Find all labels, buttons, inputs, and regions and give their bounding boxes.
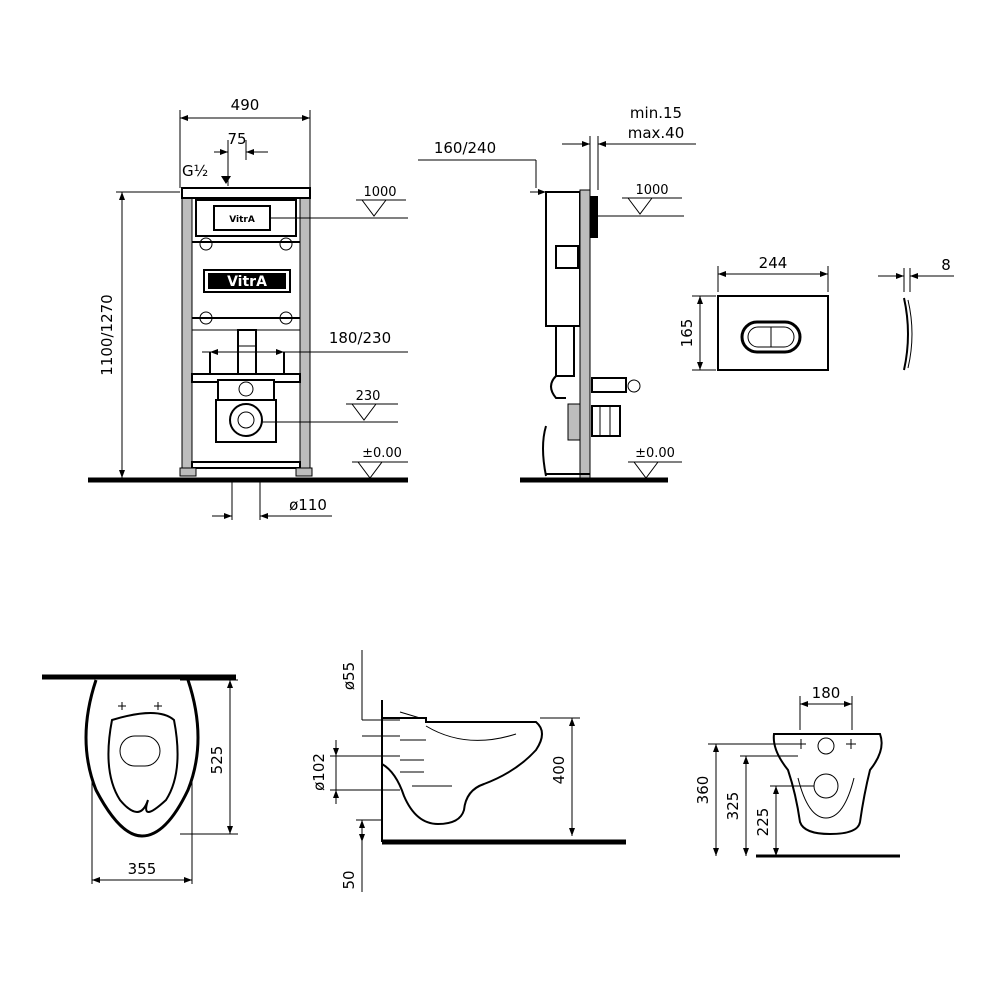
bowl-offset-label: 50 <box>340 870 358 889</box>
plate-height-label: 165 <box>678 319 696 348</box>
plate-thickness-label: 8 <box>941 256 951 274</box>
side-level-floor-label: ±0.00 <box>635 446 675 461</box>
bowl-width-label: 355 <box>128 860 157 878</box>
frame-height-label: 1100/1270 <box>98 294 116 375</box>
back-height-total-label: 360 <box>694 776 712 805</box>
side-level-top-label: 1000 <box>635 183 668 198</box>
frame-offset-label: 75 <box>227 130 246 148</box>
bowl-inlet-label: ø55 <box>340 662 358 690</box>
side-wall-max-label: max.40 <box>628 124 685 142</box>
bowl-height-label: 400 <box>550 756 568 785</box>
back-height-low-label: 225 <box>754 808 772 837</box>
frame-inlet-label: G½ <box>182 162 208 180</box>
frame-side-view: 160/240 min.15 max.40 1000 ±0.00 <box>418 104 696 483</box>
bowl-outlet-label: ø102 <box>310 753 328 791</box>
flush-plate-view: 244 165 8 <box>678 254 954 371</box>
frame-front-view: VitrA VitrA <box>88 96 408 520</box>
frame-level-outlet-label: 230 <box>356 389 381 404</box>
bowl-top-view: 525 355 <box>42 674 238 884</box>
bowl-length-label: 525 <box>208 746 226 775</box>
plate-width-label: 244 <box>759 254 788 272</box>
bowl-side-view: ø55 ø102 400 50 <box>310 650 626 892</box>
frame-brand-logo: VitrA <box>227 274 267 290</box>
frame-pipe-spacing-label: 180/230 <box>329 329 391 347</box>
frame-drain-label: ø110 <box>289 496 327 514</box>
side-depth-label: 160/240 <box>434 139 496 157</box>
back-bolt-spacing-label: 180 <box>812 684 841 702</box>
back-height-mid-label: 325 <box>724 792 742 821</box>
frame-level-floor-label: ±0.00 <box>362 446 402 461</box>
frame-width-label: 490 <box>231 96 260 114</box>
frame-brand-small: VitrA <box>229 215 255 225</box>
side-wall-min-label: min.15 <box>630 104 682 122</box>
frame-level-top-label: 1000 <box>363 185 396 200</box>
bowl-back-view: 180 360 325 225 <box>694 684 900 858</box>
